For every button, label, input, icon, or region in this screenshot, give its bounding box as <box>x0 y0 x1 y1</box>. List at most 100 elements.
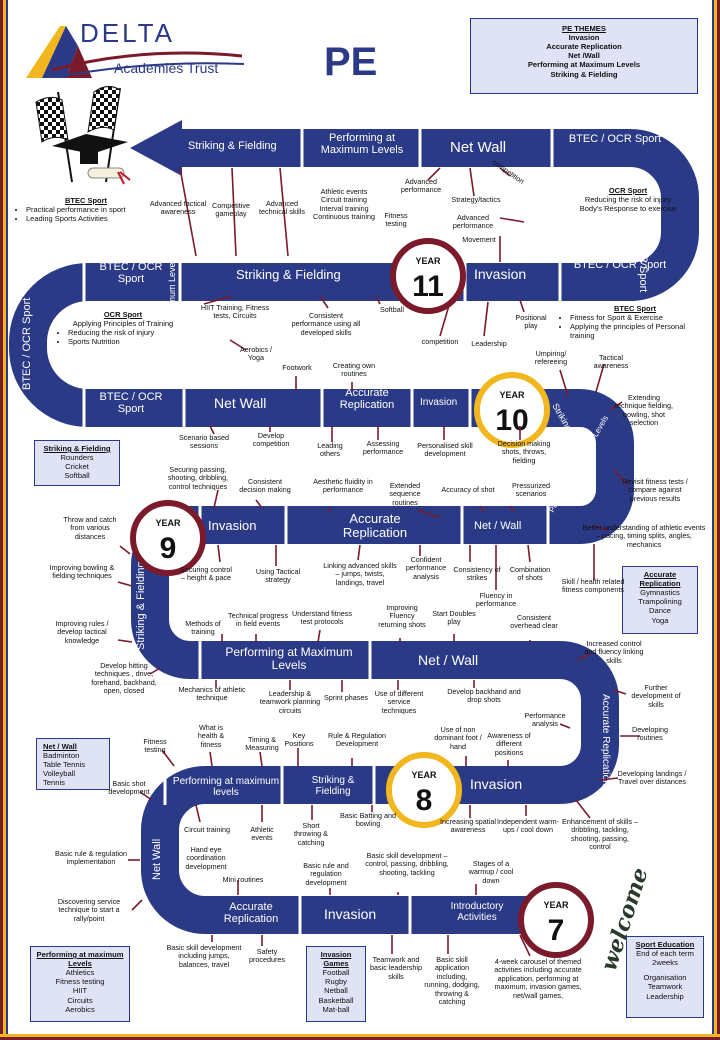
note-basic-rule-development: Basic rule and regulation development <box>303 861 349 887</box>
note-aesthetic-fluidity: Aesthetic fluidity in performance <box>313 477 373 495</box>
box-item: Football <box>322 968 350 978</box>
pe-themes-box: PE THEMES Invasion Accurate Replication … <box>470 18 698 94</box>
border-stripe-bottom <box>0 1037 720 1040</box>
note-confident-analysis: Confident performance analysis <box>405 555 447 581</box>
finish-flags-icon <box>35 86 131 185</box>
note-key-positions: Key Positions <box>284 731 314 749</box>
note-start-doubles: Start Doubles play <box>432 609 476 627</box>
note-advanced-technical: Advanced technical skills <box>259 199 305 217</box>
note-pressurized-scenarios: Pressurized scenarios <box>512 481 550 499</box>
note-basic-shot: Basic shot development <box>108 779 150 797</box>
info-line: Reducing the risk of injury <box>584 195 672 204</box>
box-item: Basketball <box>318 995 354 1005</box>
note-accuracy-shot: Accuracy of shot <box>441 485 495 494</box>
year-9-badge-label: YEAR <box>155 518 181 528</box>
box-item: Athletics <box>65 968 95 978</box>
box-item: Rugby <box>325 977 347 987</box>
box-item: Volleyball <box>43 769 76 779</box>
note-tactical-awareness: Tactical awareness <box>593 353 629 371</box>
box-item: End of each term 2weeks <box>636 949 694 968</box>
note-basic-rule: Basic rule & regulation implementation <box>55 849 127 867</box>
box-invasion-games: Invasion Games Football Rugby Netball Ba… <box>306 946 366 1022</box>
note-competitive-gameplay: Competitive gameplay <box>212 201 250 219</box>
note-spatial-awareness: Increasing spatial awareness <box>440 817 496 835</box>
note-scenario-sessions: Scenario based sessions <box>179 433 229 451</box>
info-item: Reducing the risk of injury <box>68 328 188 337</box>
year-11-badge-label: YEAR <box>415 256 441 266</box>
note-athletic-events-y8: Athletic events <box>250 825 274 843</box>
road-label-accurate-y7: Accurate Replication <box>223 901 279 925</box>
box-title: Accurate Replication <box>639 570 681 589</box>
box-item: Circuits <box>67 995 93 1005</box>
note-hiit-training: HIIT Training, Fitness tests, Circuits <box>200 303 270 321</box>
note-aerobics-yoga: Aerobics / Yoga <box>240 345 272 363</box>
note-revisit-fitness: Revisit fitness tests / compare against … <box>622 477 688 503</box>
note-skill-health: Skill / health related fitness component… <box>561 577 625 595</box>
note-basic-skill-application: Basic skill application including, runni… <box>424 955 480 1007</box>
road-label-striking-y8: Striking & Fielding <box>311 775 355 797</box>
note-mechanics-athletic: Mechanics of athletic technique <box>178 685 246 703</box>
box-item: Leadership <box>646 991 684 1001</box>
delta-logo: DELTA Academies Trust <box>22 16 252 86</box>
note-performance-analysis: Performance analysis <box>524 711 566 729</box>
note-develop-competition: Develop competition <box>252 431 290 449</box>
year-10-badge-number: 10 <box>495 404 528 437</box>
note-assessing-performance: Assessing performance <box>362 439 404 457</box>
info-title: OCR Sport <box>608 186 648 195</box>
box-item: Teamwork <box>647 982 683 992</box>
year-9-badge: YEAR 9 <box>130 500 206 576</box>
note-backhand-drop: Develop backhand and drop shots <box>447 687 521 705</box>
box-title: Invasion Games <box>320 950 352 969</box>
note-awareness-positions: Awareness of different positions <box>487 731 531 757</box>
year-9-badge-number: 9 <box>160 532 177 565</box>
note-short-throwing: Short throwing & catching <box>294 821 328 847</box>
note-strategy-tactics: Strategy/tactics <box>451 195 501 204</box>
note-personalised-skill: Personalised skill development <box>417 441 473 459</box>
box-title: Net / Wall <box>43 742 77 751</box>
road-label-performing-y8: Performing at maximum levels <box>172 776 280 798</box>
road-label-net-wall-y10: Net Wall <box>214 395 267 411</box>
note-service-techniques: Use of different service techniques <box>374 689 424 715</box>
road-label-invasion-y9: Invasion <box>208 518 257 533</box>
road-label-btec-left: BTEC / OCR Sport <box>99 261 163 285</box>
info-item: Practical performance in sport <box>26 205 156 214</box>
road-label-invasion-y8: Invasion <box>470 776 523 792</box>
year-11-badge: YEAR 11 <box>390 238 466 314</box>
logo-brand: DELTA <box>80 18 175 48</box>
box-performing: Performing at maximum Levels Athletics F… <box>30 946 130 1022</box>
road-label-performing-y9: Performing at Maximum Levels <box>225 645 353 672</box>
note-leadership-teamwork: Leadership & teamwork planning circuits <box>259 689 321 715</box>
box-title: Striking & Fielding <box>43 444 111 453</box>
road-label-btec-lower: BTEC / OCR Sport <box>573 259 667 271</box>
box-item: Mat-ball <box>322 1004 350 1014</box>
box-item: Yoga <box>651 615 669 625</box>
year-8-badge: YEAR 8 <box>386 752 462 828</box>
border-stripe-left-maroon <box>0 0 3 1040</box>
info-line: Body's Response to exercise <box>579 204 677 213</box>
note-movement: Movement <box>462 235 496 244</box>
note-non-dominant: Use of non dominant foot / hand <box>434 725 482 751</box>
box-item: Organisation <box>643 973 687 983</box>
note-hitting-techniques: Develop hitting techniques , drive, fore… <box>91 661 157 696</box>
note-sprint-phases: Sprint phases <box>324 693 368 702</box>
pe-themes-item: Striking & Fielding <box>550 69 618 79</box>
box-net-wall: Net / Wall Badminton Table Tennis Volley… <box>36 738 110 790</box>
note-technical-progress: Technical progress in field events <box>228 611 288 629</box>
note-four-week-carousel: 4-week carousel of themed activities inc… <box>494 957 582 1000</box>
box-item: Trampolining <box>638 597 682 607</box>
note-fitness-testing: Fitness testing <box>384 211 408 229</box>
note-discovering-service: Discovering service technique to start a… <box>57 897 121 923</box>
year-10-badge: YEAR 10 <box>474 372 550 448</box>
box-item: Gymnastics <box>640 588 680 598</box>
road-label-performing-line2: Maximum Levels <box>320 143 404 156</box>
note-improving-rules: Improving rules / develop tactical knowl… <box>55 619 109 645</box>
info-line: Applying Principles of Training <box>72 319 174 328</box>
border-stripe-right-navy <box>712 0 714 1040</box>
box-item: HIIT <box>72 986 88 996</box>
note-leading-others: Leading others <box>317 441 343 459</box>
pe-themes-item: Net /Wall <box>568 51 600 61</box>
note-basic-skill-invasion: Basic skill development – control, passi… <box>365 851 449 877</box>
